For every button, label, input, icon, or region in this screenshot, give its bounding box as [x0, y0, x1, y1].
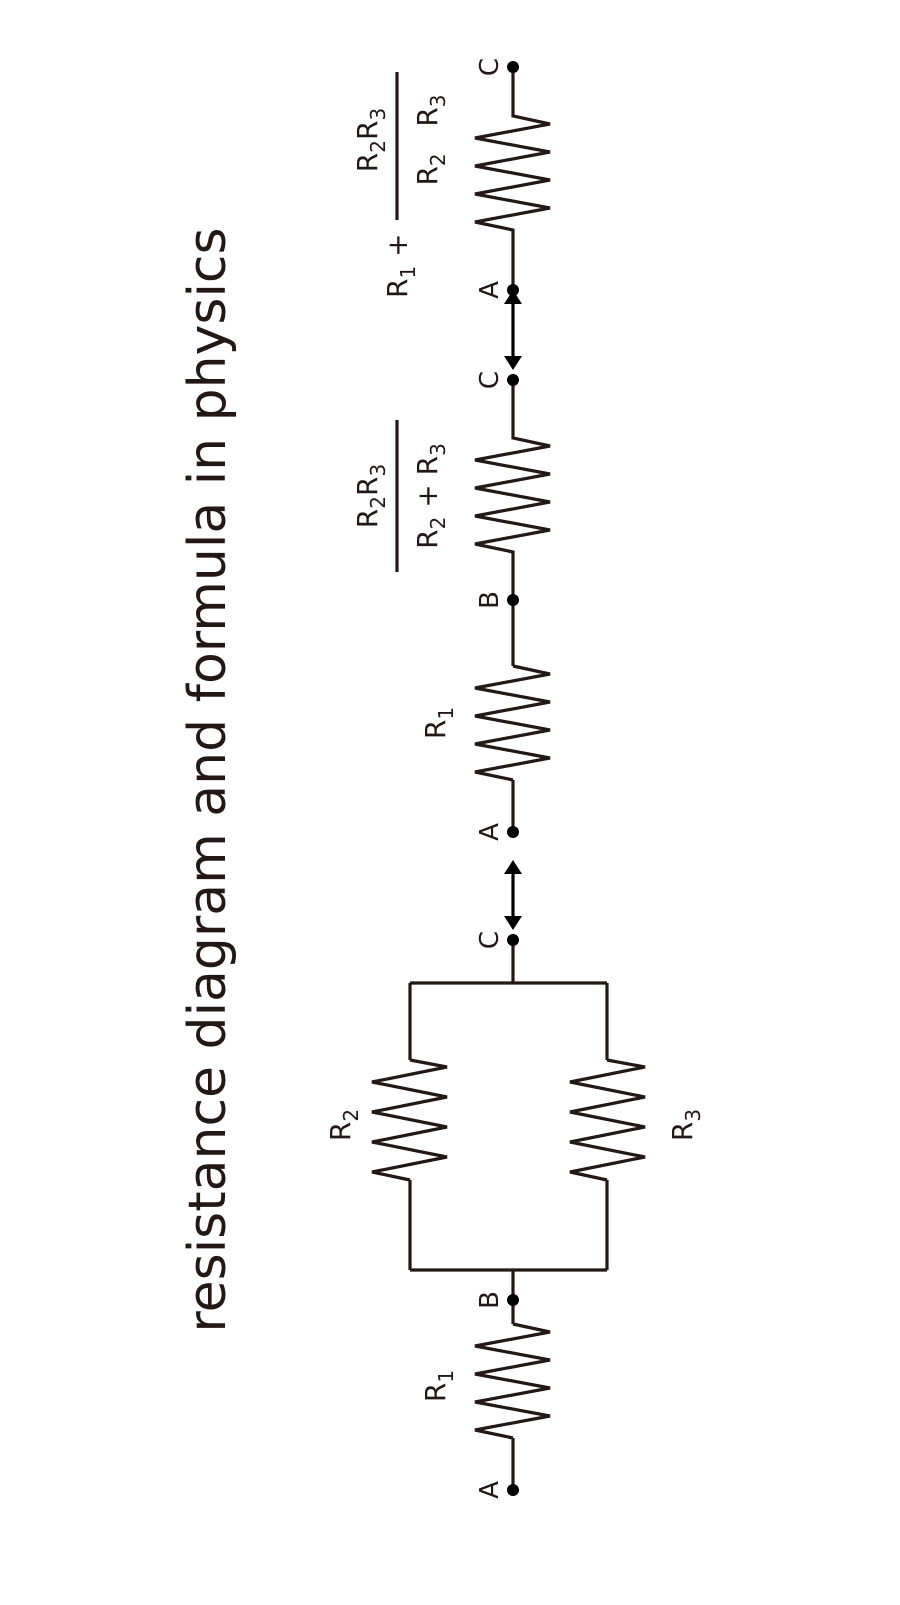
resistor-r2-zigzag [371, 1058, 448, 1182]
formula-parallel-numerator: R2R3 [351, 464, 390, 528]
node-a-2 [507, 826, 519, 838]
node-c-1 [507, 934, 519, 946]
formula-parallel-denominator: R2 + R3 [411, 443, 450, 549]
node-c-3 [507, 61, 519, 73]
node-label-a-3: A [475, 281, 505, 299]
circuit-reduced-2: A C R1 + R2R3 R2 R3 [351, 58, 551, 299]
equivalence-arrow-2 [504, 290, 522, 370]
node-label-b-2: B [475, 591, 505, 609]
node-label-c-1: C [475, 931, 505, 949]
resistor-r1-zigzag-2 [474, 664, 551, 782]
node-b-2 [507, 594, 519, 606]
resistor-total-equivalent-zigzag [474, 67, 551, 290]
node-label-c-2: C [475, 371, 505, 389]
node-c-2 [507, 374, 519, 386]
circuit-original: A B C R1 R2 R3 [324, 931, 705, 1499]
node-a-3 [507, 284, 519, 296]
formula-total: R1 + R2R3 R2 R3 [351, 72, 450, 298]
resistor-r1-zigzag [474, 1322, 551, 1440]
formula-parallel: R2R3 R2 + R3 [351, 420, 450, 572]
node-a-1 [507, 1484, 519, 1496]
node-label-a-1: A [475, 1481, 505, 1499]
node-b-1 [507, 1294, 519, 1306]
formula-total-prefix: R1 + [381, 233, 420, 298]
resistor-parallel-equivalent-zigzag [474, 380, 551, 600]
diagram-title: resistance diagram and formula in physic… [178, 227, 238, 1332]
parallel-network [408, 940, 609, 1302]
resistor-label-r1-2: R1 [419, 707, 458, 739]
formula-total-denominator: R2 R3 [411, 94, 450, 185]
resistor-r3-zigzag [569, 1058, 646, 1182]
resistor-label-r1: R1 [419, 1370, 458, 1402]
node-label-a-2: A [475, 823, 505, 841]
equivalence-arrow-1 [504, 860, 522, 930]
node-label-c-3: C [475, 58, 505, 76]
resistor-label-r2: R2 [324, 1109, 363, 1141]
resistor-label-r3: R3 [666, 1109, 705, 1141]
formula-total-numerator: R2R3 [351, 108, 390, 172]
node-label-b-1: B [475, 1291, 505, 1309]
circuit-reduced-1: A B C R1 R2R3 R2 + R3 [351, 371, 551, 841]
